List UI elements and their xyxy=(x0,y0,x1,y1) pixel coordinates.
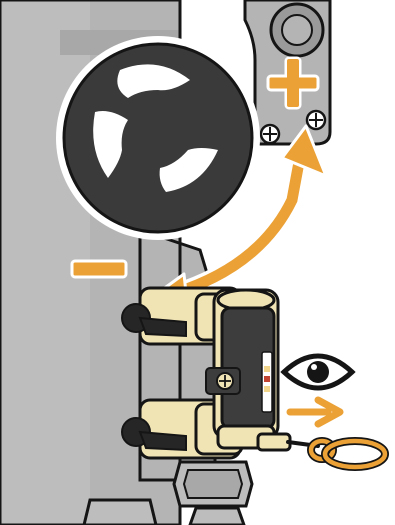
screw-icon xyxy=(307,111,325,129)
pull-ring-icon xyxy=(288,441,385,467)
clamp-screw-icon xyxy=(206,368,240,394)
hex-nut xyxy=(190,508,244,525)
hex-nut xyxy=(174,462,252,506)
adjustment-knob-icon xyxy=(56,36,260,240)
eye-icon xyxy=(284,356,352,388)
sight-glass xyxy=(206,290,290,450)
level-gauge xyxy=(262,352,272,412)
minus-symbol xyxy=(72,261,126,277)
pull-direction-arrow-icon xyxy=(290,400,340,424)
hex-nut xyxy=(84,500,156,525)
screw-icon xyxy=(261,125,279,143)
